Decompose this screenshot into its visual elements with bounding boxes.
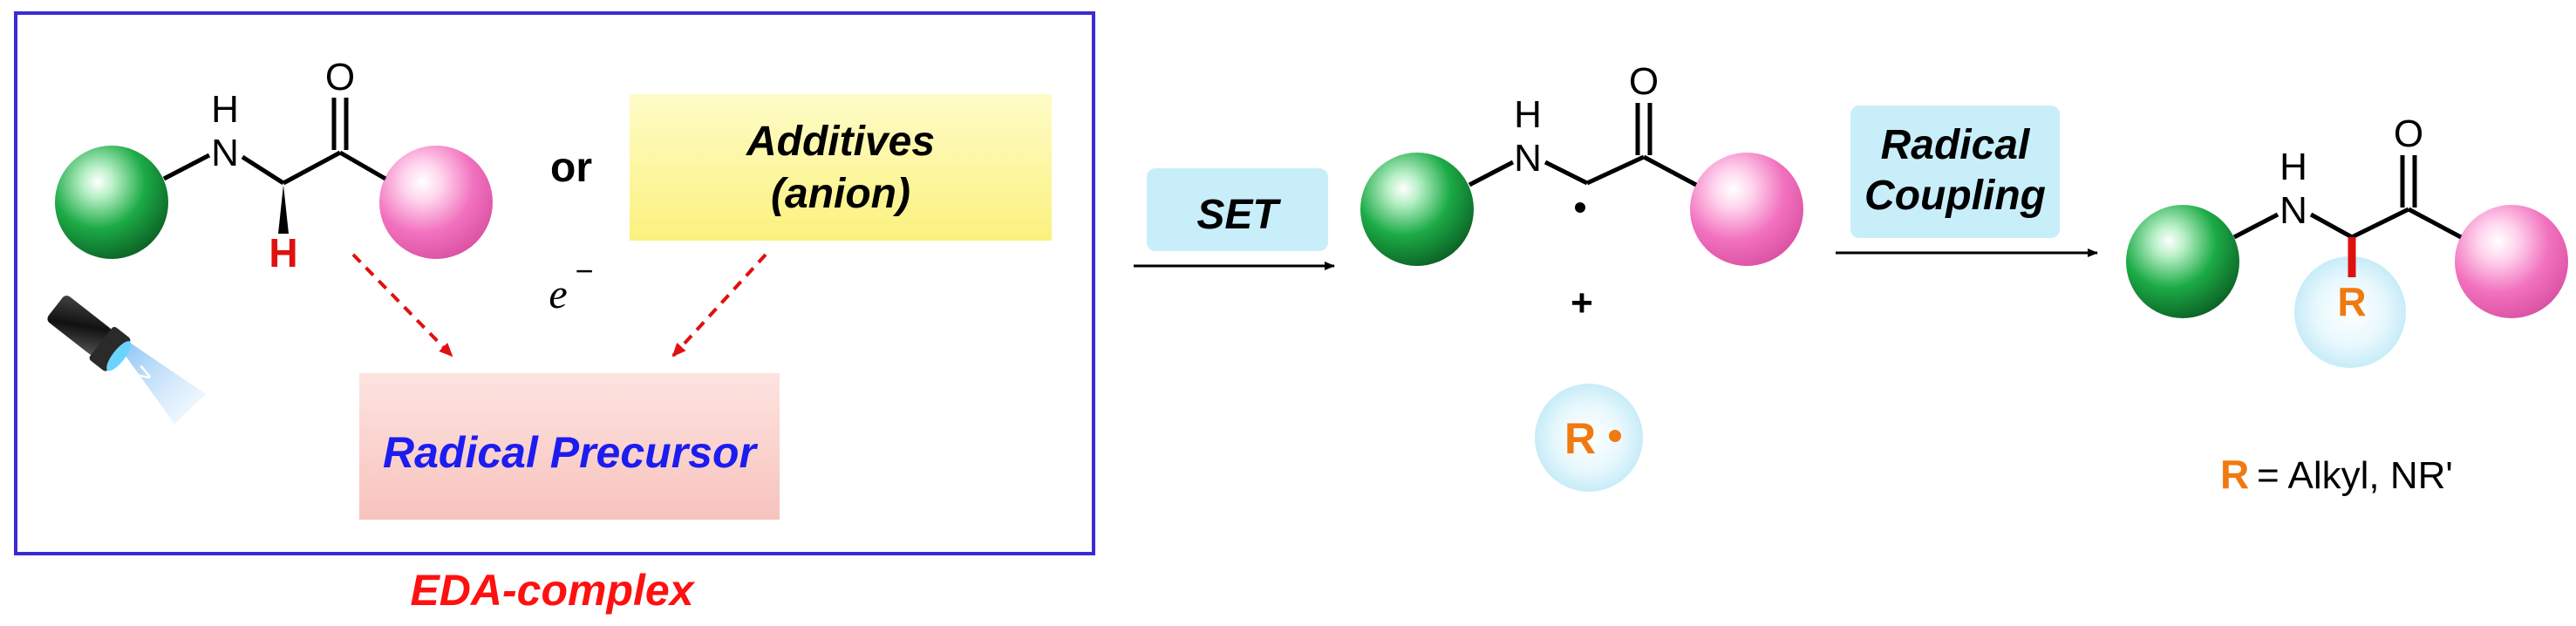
bond	[1544, 160, 1589, 186]
r-radical-sphere	[1535, 384, 1643, 492]
additives-label: Additives	[746, 119, 935, 165]
green-ball	[1360, 153, 1474, 266]
nitrogen-atom: N	[1514, 137, 1542, 180]
bond	[1585, 154, 1646, 186]
bond	[2309, 212, 2354, 240]
nh-hydrogen: H	[2280, 146, 2307, 188]
electron-label: e −	[549, 253, 593, 317]
nh-hydrogen: H	[211, 88, 239, 131]
bond	[162, 153, 211, 181]
r-symbol: R	[2220, 452, 2249, 497]
oxygen-atom: O	[1629, 60, 1659, 103]
bond	[338, 150, 387, 181]
radical-dot	[1575, 202, 1585, 213]
red-dashed-arrow	[351, 253, 453, 357]
bond	[1468, 160, 1515, 187]
bond	[241, 154, 285, 186]
r-definition: R = Alkyl, NR'	[2220, 452, 2453, 497]
eda-complex-label: EDA-complex	[410, 566, 695, 615]
eda-frame	[14, 11, 1095, 555]
flashlight-icon: hv	[47, 296, 206, 424]
bond	[1642, 154, 1698, 187]
r-group-sphere	[2294, 256, 2406, 368]
r-radical-label: R	[1564, 414, 1596, 463]
coupling-box	[1850, 105, 2060, 238]
electron-charge: −	[575, 253, 593, 289]
or-text: or	[550, 145, 592, 191]
r-definition-text: = Alkyl, NR'	[2257, 454, 2453, 497]
bond	[2232, 212, 2280, 240]
set-box	[1147, 168, 1328, 251]
radical-precursor-box	[359, 373, 780, 520]
additives-box	[630, 94, 1052, 241]
green-ball	[2126, 205, 2239, 318]
bond	[282, 150, 342, 186]
coupling-label-line1: Radical	[1881, 122, 2031, 168]
coupling-label-line2: Coupling	[1864, 173, 2046, 219]
plus-sign: +	[1571, 282, 1593, 324]
pink-ball	[2455, 205, 2568, 318]
green-ball	[55, 146, 168, 259]
radical-precursor-label: Radical Precursor	[383, 428, 759, 477]
radical-intermediate: N H O	[1360, 60, 1803, 266]
nh-hydrogen: H	[1514, 93, 1542, 136]
additives-sub-label: (anion)	[771, 171, 910, 217]
red-dashed-arrow	[671, 253, 767, 357]
wedge-bond	[278, 185, 289, 234]
product-molecule: N H O R	[2126, 112, 2568, 368]
r-radical: R	[1535, 384, 1643, 492]
bond	[2350, 207, 2410, 240]
pink-ball	[1690, 153, 1803, 266]
r-radical-dot	[1609, 430, 1621, 442]
pink-ball	[379, 146, 493, 259]
oxygen-atom: O	[325, 56, 355, 99]
set-label: SET	[1196, 192, 1281, 238]
nitrogen-atom: N	[2280, 189, 2307, 232]
electron-symbol: e	[549, 271, 567, 317]
substrate-molecule: N H O H	[55, 56, 493, 276]
alpha-hydrogen: H	[269, 230, 297, 276]
bond	[2407, 207, 2463, 240]
r-group-label: R	[2337, 279, 2366, 324]
oxygen-atom: O	[2394, 112, 2423, 155]
nitrogen-atom: N	[211, 132, 239, 174]
